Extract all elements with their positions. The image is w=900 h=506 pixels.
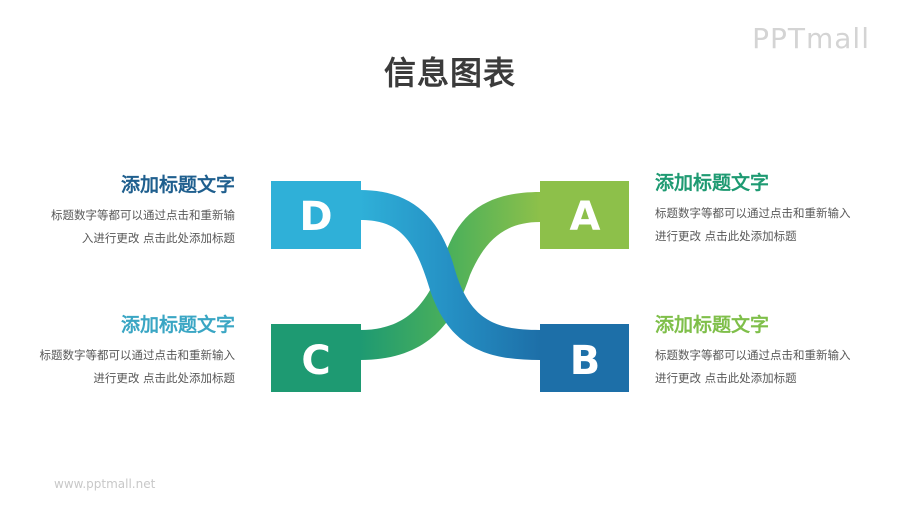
block-heading[interactable]: 添加标题文字 xyxy=(120,174,235,196)
block-heading[interactable]: 添加标题文字 xyxy=(655,314,770,336)
node-b[interactable]: B xyxy=(540,324,629,392)
node-d[interactable]: D xyxy=(271,181,361,249)
svg-text:C: C xyxy=(301,338,330,384)
block-description[interactable]: 标题数字等都可以通过点击和重新输入 进行更改 点击此处添加标题 xyxy=(655,348,851,385)
text-block-a: 添加标题文字 标题数字等都可以通过点击和重新输入 进行更改 点击此处添加标题 xyxy=(655,170,875,248)
pptmall-logo: PPTmall xyxy=(752,22,870,55)
node-c[interactable]: C xyxy=(271,324,361,392)
block-description[interactable]: 标题数字等都可以通过点击和重新输 入进行更改 点击此处添加标题 xyxy=(51,208,235,245)
block-description[interactable]: 标题数字等都可以通过点击和重新输入 进行更改 点击此处添加标题 xyxy=(655,206,851,243)
svg-text:D: D xyxy=(299,194,332,240)
page-title: 信息图表 xyxy=(383,54,516,92)
svg-text:A: A xyxy=(570,194,601,240)
node-a[interactable]: A xyxy=(540,181,629,249)
block-heading[interactable]: 添加标题文字 xyxy=(655,172,770,194)
blue-connector-band xyxy=(360,190,540,360)
svg-text:B: B xyxy=(570,338,601,384)
text-block-d: 添加标题文字 标题数字等都可以通过点击和重新输 入进行更改 点击此处添加标题 xyxy=(15,172,235,250)
footer-url: www.pptmall.net xyxy=(54,477,156,491)
text-block-c: 添加标题文字 标题数字等都可以通过点击和重新输入 进行更改 点击此处添加标题 xyxy=(15,312,236,390)
text-block-b: 添加标题文字 标题数字等都可以通过点击和重新输入 进行更改 点击此处添加标题 xyxy=(655,312,875,390)
block-heading[interactable]: 添加标题文字 xyxy=(120,314,235,336)
block-description[interactable]: 标题数字等都可以通过点击和重新输入 进行更改 点击此处添加标题 xyxy=(39,348,236,385)
